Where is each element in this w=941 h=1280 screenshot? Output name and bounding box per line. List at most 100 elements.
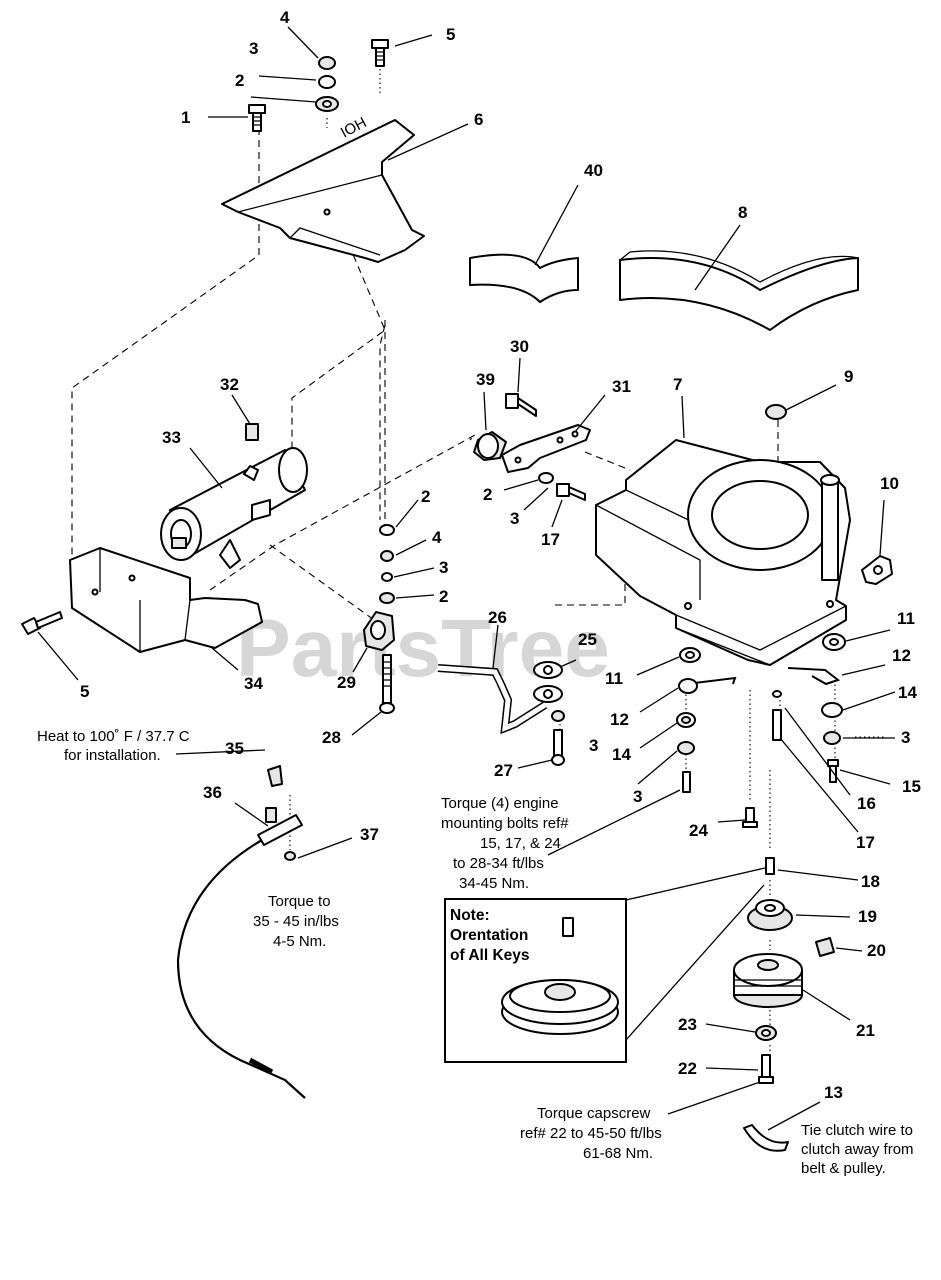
nut-stack-top <box>315 56 339 112</box>
notes: Heat to 100˚ F / 37.7 C for installation… <box>37 728 914 1177</box>
bolt-part-5-lower <box>21 611 63 635</box>
torque-engine-line5: 34-45 Nm. <box>459 875 529 892</box>
callout: 16 <box>857 794 876 813</box>
mount-stack-right <box>787 633 846 783</box>
key-part-18 <box>765 857 775 875</box>
callout: 20 <box>867 941 886 960</box>
callout: 25 <box>578 630 597 649</box>
cap-part-9 <box>765 404 787 420</box>
callout: 33 <box>162 428 181 447</box>
key-note-line1: Note: <box>450 907 490 924</box>
leader-lines <box>37 26 896 1131</box>
heat-note-line2: for installation. <box>64 747 161 764</box>
callout: 2 <box>421 487 430 506</box>
torque-engine-line3: 15, 17, & 24 <box>480 835 561 852</box>
callout: 10 <box>880 474 899 493</box>
bolt-part-1 <box>248 104 266 132</box>
bushing-part-39 <box>473 431 507 461</box>
callout: 3 <box>439 558 448 577</box>
bolt-part-24 <box>742 807 758 828</box>
callout: 30 <box>510 337 529 356</box>
callout: 11 <box>897 609 915 628</box>
fitting-part-10 <box>861 555 893 585</box>
torque-cap-line2: ref# 22 to 45-50 ft/lbs <box>520 1125 662 1142</box>
callout: 3 <box>901 728 910 747</box>
tie-note-line2: clutch away from <box>801 1141 914 1158</box>
pulley-part-19 <box>747 899 793 931</box>
callout: 17 <box>541 530 560 549</box>
torque-cable-line2: 35 - 45 in/lbs <box>253 913 339 930</box>
washer-stack-mid <box>379 524 395 604</box>
callout: 3 <box>249 39 258 58</box>
callout: 11 <box>605 669 623 688</box>
callout: 32 <box>220 375 239 394</box>
callout: 3 <box>589 736 598 755</box>
callout: 2 <box>439 587 448 606</box>
washer-bolt-near-bracket <box>538 472 586 501</box>
callout: 13 <box>824 1083 843 1102</box>
torque-engine-line4: to 28-34 ft/lbs <box>453 855 544 872</box>
watermark: PartsTree <box>236 603 610 694</box>
tie-note-line3: belt & pulley. <box>801 1160 886 1177</box>
bolt-part-5-top <box>371 39 389 67</box>
callout: 5 <box>80 682 89 701</box>
callout: 7 <box>673 375 682 394</box>
torque-cap-line1: Torque capscrew <box>537 1105 651 1122</box>
mount-stack-left <box>676 647 737 793</box>
callout: 28 <box>322 728 341 747</box>
callout: 24 <box>689 821 708 840</box>
callout: 22 <box>678 1059 697 1078</box>
capscrew-part-22 <box>758 1054 774 1084</box>
bolt-part-30 <box>505 393 537 417</box>
torque-cable-line3: 4-5 Nm. <box>273 933 326 950</box>
callout: 12 <box>610 710 629 729</box>
callout: 15 <box>902 777 921 796</box>
callout: 40 <box>584 161 603 180</box>
tie-part-13 <box>743 1124 789 1152</box>
callout: 18 <box>861 872 880 891</box>
cable-part-36 <box>176 807 306 1099</box>
connector-part-20 <box>815 937 835 957</box>
engine-part-7 <box>595 439 851 666</box>
heat-note-line1: Heat to 100˚ F / 37.7 C <box>37 728 190 745</box>
callout-numbers: 1 2 3 4 5 6 40 8 30 31 39 7 9 32 33 2 3 … <box>80 8 921 1102</box>
callout: 29 <box>337 673 356 692</box>
callout: 35 <box>225 739 244 758</box>
heat-shield-part-6: IOH <box>221 114 425 263</box>
callout: 4 <box>280 8 290 27</box>
callout: 34 <box>244 674 263 693</box>
foam-part-8 <box>619 250 859 331</box>
callout: 1 <box>181 108 190 127</box>
torque-engine-line2: mounting bolts ref# <box>441 815 569 832</box>
callout: 39 <box>476 370 495 389</box>
callout: 27 <box>494 761 513 780</box>
torque-cap-line3: 61-68 Nm. <box>583 1145 653 1162</box>
callout: 6 <box>474 110 483 129</box>
torque-cable-line1: Torque to <box>268 893 331 910</box>
callout: 12 <box>892 646 911 665</box>
callout: 14 <box>612 745 631 764</box>
callout: 2 <box>235 71 244 90</box>
callout: 23 <box>678 1015 697 1034</box>
bolt-part-17-lower <box>772 690 782 741</box>
callout: 5 <box>446 25 455 44</box>
callout: 3 <box>510 509 519 528</box>
callout: 21 <box>856 1021 875 1040</box>
callout: 37 <box>360 825 379 844</box>
key-note-line3: of All Keys <box>450 947 530 964</box>
clip-part-32 <box>245 423 259 441</box>
sleeve-part-35 <box>267 765 283 787</box>
washer-part-23 <box>755 1025 777 1041</box>
muffler-part-33 <box>160 447 308 569</box>
shield-part-34 <box>69 547 263 653</box>
tie-note-line1: Tie clutch wire to <box>801 1122 913 1139</box>
key-note-box <box>444 898 627 1063</box>
bracket-part-31 <box>501 424 591 473</box>
bracket-part-29 <box>363 611 395 651</box>
key-note-line2: Orentation <box>450 927 528 944</box>
foam-part-40 <box>469 253 579 303</box>
callout: 17 <box>856 833 875 852</box>
callout: 26 <box>488 608 507 627</box>
callout: 9 <box>844 367 853 386</box>
